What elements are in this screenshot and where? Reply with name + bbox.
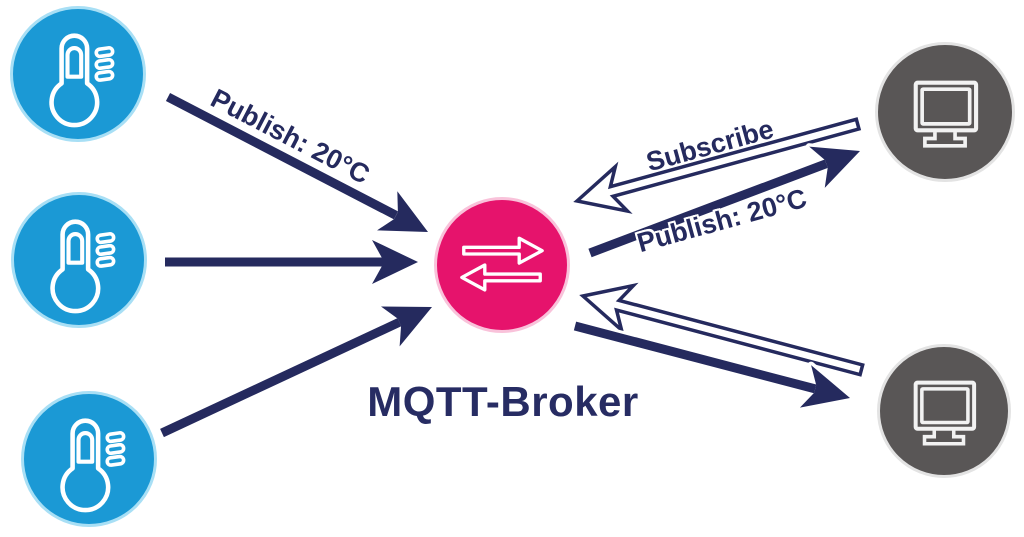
monitor-icon (913, 80, 979, 148)
monitor-node-1 (875, 42, 1015, 182)
arrow-subscribe-monitor2-broker (579, 282, 865, 377)
swap-arrows-icon (460, 236, 544, 292)
arrow-publish-sensor3-broker (152, 303, 436, 443)
arrow-publish-broker-monitor1 (580, 143, 864, 263)
arrow-publish-sensor1-broker (157, 86, 432, 236)
arrow-publish-sensor2-broker (157, 236, 422, 288)
broker-node (434, 197, 570, 333)
monitor-node-2 (877, 344, 1011, 478)
sensor-node-3 (21, 391, 157, 527)
sensor-node-1 (10, 6, 146, 142)
arrow-subscribe-monitor1-broker (573, 117, 862, 214)
thermometer-icon (49, 33, 115, 128)
thermometer-icon (60, 418, 126, 513)
thermometer-icon (50, 219, 116, 314)
broker-title: MQTT-Broker (367, 378, 639, 425)
monitor-icon (913, 380, 977, 446)
sensor-node-2 (11, 192, 147, 328)
arrow-publish-broker-monitor2 (565, 316, 854, 412)
